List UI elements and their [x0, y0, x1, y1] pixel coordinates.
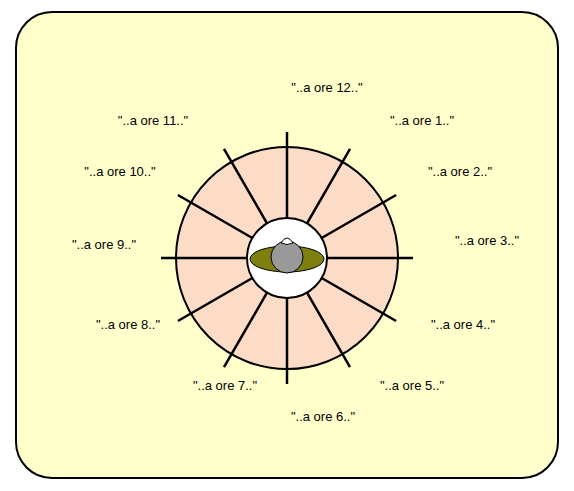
hour-spoke: [322, 195, 396, 238]
hour-spoke: [178, 278, 252, 321]
hour-spoke: [178, 195, 252, 238]
hour-spoke: [307, 149, 350, 223]
hour-label: "..a ore 11..": [118, 113, 188, 129]
hour-label: "..a ore 5..": [380, 378, 444, 394]
hour-label: "..a ore 3..": [455, 233, 519, 249]
hour-label: "..a ore 1..": [390, 113, 454, 129]
background-panel: [16, 12, 558, 478]
hour-label: "..a ore 6..": [291, 409, 355, 425]
hour-spoke: [224, 293, 267, 367]
inner-circle: [247, 218, 327, 298]
hour-label: "..a ore 12..": [291, 80, 362, 96]
hour-label: "..a ore 2..": [428, 164, 492, 180]
hour-spoke: [307, 293, 350, 367]
hour-label: "..a ore 10..": [84, 164, 155, 180]
hour-spoke: [286, 132, 289, 218]
hour-spoke: [327, 257, 413, 260]
hour-label: "..a ore 7..": [193, 378, 257, 394]
hour-spoke: [224, 149, 267, 223]
head: [271, 241, 303, 273]
nose: [281, 238, 293, 245]
hour-spoke: [322, 278, 396, 321]
hour-label: "..a ore 9..": [72, 237, 136, 253]
hour-spoke: [286, 298, 289, 384]
hour-spokes: [161, 132, 413, 384]
hour-spoke: [161, 257, 247, 260]
hour-label: "..a ore 8..": [96, 317, 160, 333]
hour-label: "..a ore 4..": [431, 317, 495, 333]
